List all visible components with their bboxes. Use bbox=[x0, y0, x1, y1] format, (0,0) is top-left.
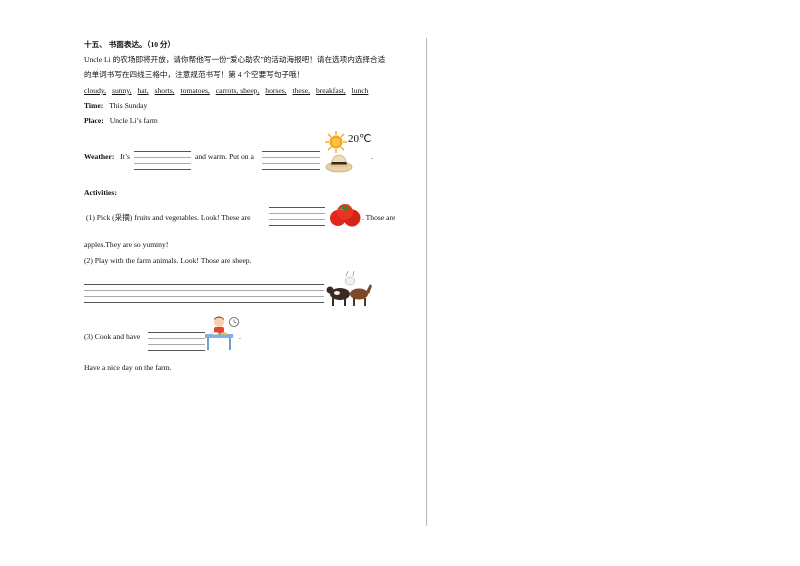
place-value: Uncle Li’s farm bbox=[109, 116, 158, 125]
weather-end: . bbox=[371, 152, 373, 161]
writing-line bbox=[84, 302, 324, 303]
writing-line[interactable] bbox=[84, 284, 324, 285]
farm-animals-illustration bbox=[326, 270, 372, 306]
weather-row: Weather: It’s bbox=[84, 152, 130, 162]
activity-1-text: (1) Pick (采摘) fruits and vegetables. Loo… bbox=[86, 213, 251, 222]
activities-label: Activities: bbox=[84, 188, 117, 197]
intro-line-1: Uncle Li 的农场即将开放，请你帮他写一份“爱心助农”的活动海报吧！请在选… bbox=[84, 55, 386, 64]
section-title: 十五、 书面表达。（10 分） bbox=[84, 40, 176, 49]
table-icon bbox=[205, 332, 233, 350]
cow-icon bbox=[326, 286, 350, 306]
writing-line bbox=[84, 296, 324, 297]
time-row: Time: This Sunday bbox=[84, 101, 147, 111]
writing-line[interactable] bbox=[262, 151, 320, 152]
temperature-label: 20℃ bbox=[348, 133, 372, 145]
word-option: sunny, bbox=[111, 86, 132, 95]
writing-line[interactable] bbox=[148, 332, 205, 333]
writing-line bbox=[134, 169, 191, 170]
tomato-illustration bbox=[330, 204, 361, 227]
writing-line bbox=[148, 338, 205, 339]
boy-eating-illustration bbox=[205, 316, 239, 350]
writing-line bbox=[84, 290, 324, 291]
word-option: cloudy, bbox=[84, 86, 107, 95]
weather-text-2: and warm. Put on a bbox=[195, 152, 254, 161]
activity-2-text: (2) Play with the farm animals. Look! Th… bbox=[84, 256, 252, 265]
word-option: hat, bbox=[137, 86, 149, 95]
writing-line bbox=[148, 350, 205, 351]
column-divider bbox=[426, 38, 427, 526]
tomato-icon bbox=[330, 204, 361, 227]
sun-hat-illustration bbox=[325, 131, 353, 173]
activity-1-continued: apples.They are so yummy! bbox=[84, 240, 169, 249]
activity-1-text-2: . Those are bbox=[362, 213, 396, 222]
writing-line bbox=[269, 219, 325, 220]
writing-line bbox=[269, 213, 325, 214]
horse-icon bbox=[350, 284, 372, 306]
writing-line[interactable] bbox=[269, 207, 325, 208]
time-value: This Sunday bbox=[109, 101, 148, 110]
word-option: carrots, sheep, bbox=[215, 86, 260, 95]
activity-3-end: . bbox=[239, 332, 241, 341]
weather-label: Weather: bbox=[84, 152, 115, 161]
writing-line bbox=[148, 344, 205, 345]
word-option: these, bbox=[292, 86, 311, 95]
writing-line bbox=[262, 169, 320, 170]
word-option: tomatoes, bbox=[180, 86, 210, 95]
place-label: Place: bbox=[84, 116, 104, 125]
writing-line bbox=[134, 157, 191, 158]
word-option: horses, bbox=[265, 86, 287, 95]
writing-line bbox=[134, 163, 191, 164]
goat-icon bbox=[344, 270, 356, 286]
writing-line bbox=[269, 225, 325, 226]
activity-3-text: (3) Cook and have bbox=[84, 332, 141, 341]
weather-text-1: It’s bbox=[120, 152, 130, 161]
writing-line bbox=[262, 157, 320, 158]
word-options: cloudy, sunny, hat, shorts, tomatoes, ca… bbox=[84, 86, 372, 96]
sun-icon bbox=[325, 131, 347, 153]
closing-line: Have a nice day on the farm. bbox=[84, 363, 172, 372]
clock-icon bbox=[229, 317, 239, 327]
writing-line bbox=[262, 163, 320, 164]
time-label: Time: bbox=[84, 101, 104, 110]
place-row: Place: Uncle Li’s farm bbox=[84, 116, 158, 126]
word-option: breakfast, bbox=[315, 86, 346, 95]
writing-line[interactable] bbox=[134, 151, 191, 152]
intro-line-2: 的单词书写在四线三格中，注意规范书写！第 4 个空要写句子哦！ bbox=[84, 70, 305, 79]
hat-icon bbox=[325, 154, 353, 173]
word-option: lunch bbox=[351, 86, 369, 95]
word-option: shorts, bbox=[154, 86, 175, 95]
